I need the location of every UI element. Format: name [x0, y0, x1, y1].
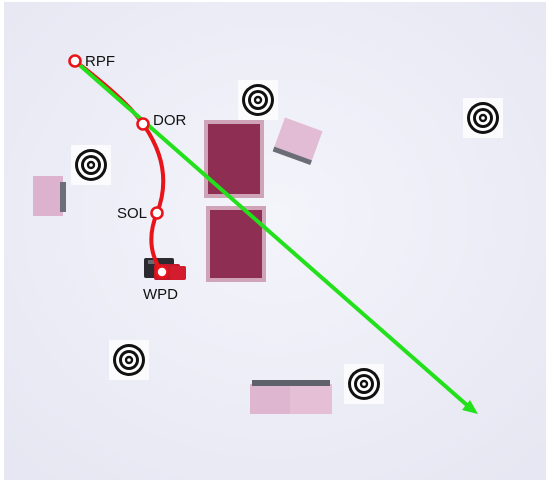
box-top-right — [272, 117, 323, 166]
target-marker-top-right — [463, 98, 503, 138]
label-sol: SOL — [117, 205, 147, 222]
waypoint-sol-marker — [150, 206, 164, 220]
waypoint-wpd-marker — [155, 265, 169, 279]
label-dor: DOR — [153, 112, 187, 129]
arrowhead-icon — [462, 400, 478, 414]
target-marker-bottom-right — [344, 364, 384, 404]
label-rpf: RPF — [85, 53, 115, 70]
card-panel-lower — [206, 206, 266, 282]
target-marker-left — [71, 145, 111, 185]
waypoint-rpf-marker — [68, 54, 82, 68]
target-marker-bottom-left — [109, 340, 149, 380]
label-wpd: WPD — [143, 286, 178, 303]
target-marker-top-center — [238, 80, 278, 120]
card-panel-upper — [204, 120, 264, 198]
box-left — [33, 176, 66, 216]
box-bottom-pair — [250, 380, 332, 414]
waypoint-dor-marker — [136, 117, 150, 131]
